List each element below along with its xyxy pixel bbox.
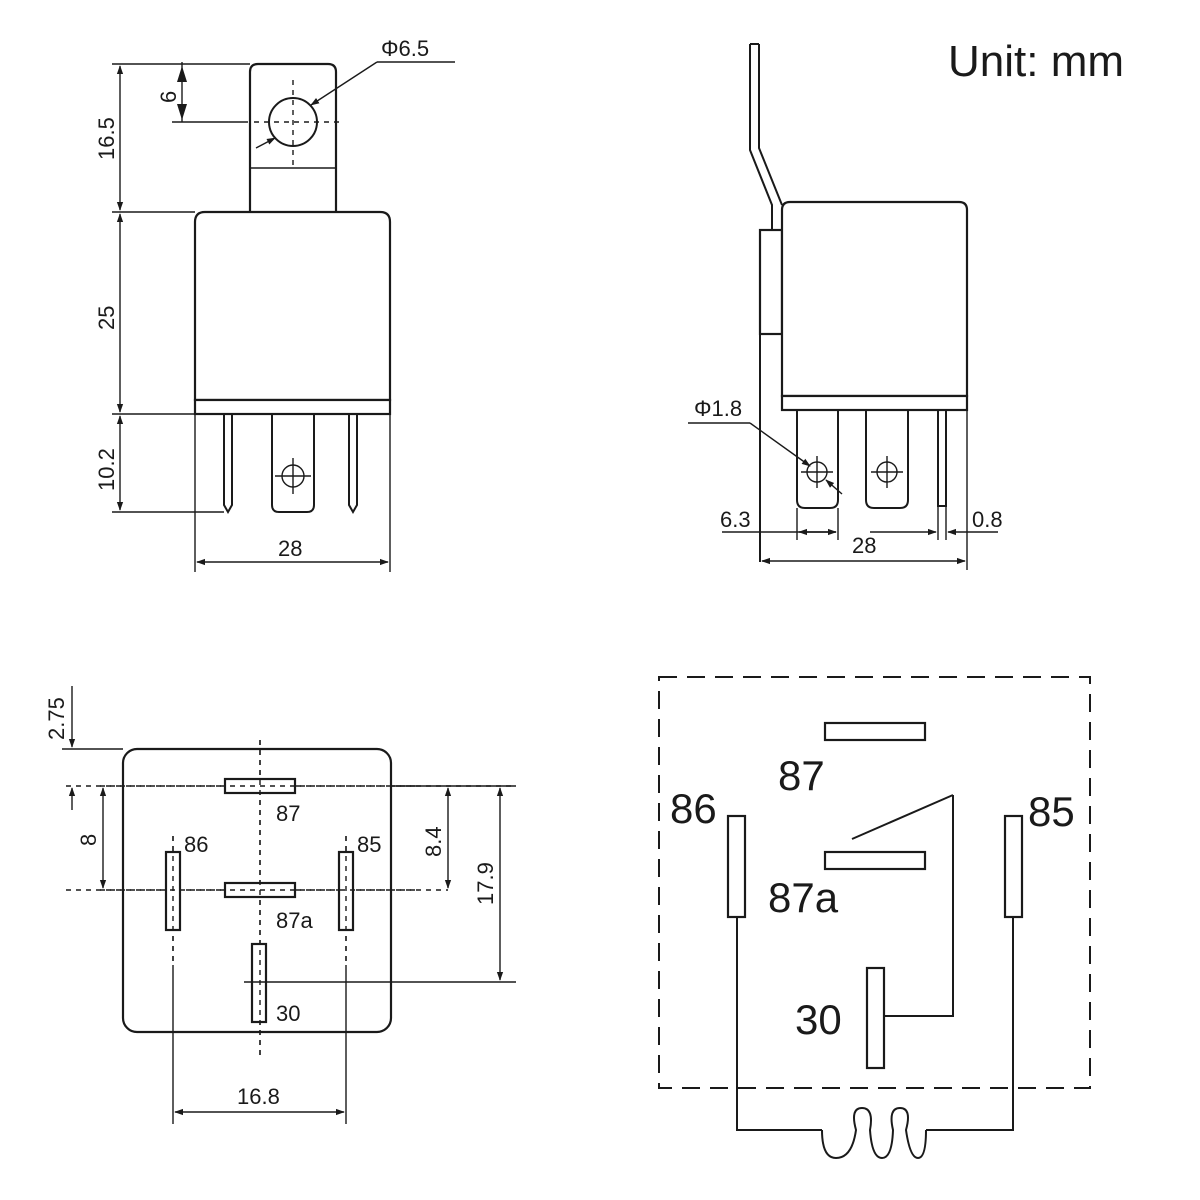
front-view: Φ6.5 6 16.5 25 10.2 28	[94, 36, 455, 572]
side-thin-terminal-label: 0.8	[972, 507, 1003, 532]
schematic-label-87: 87	[778, 752, 825, 799]
schematic-terminal-86	[726, 814, 747, 919]
side-hole-diameter-label: Φ1.8	[694, 396, 742, 421]
front-hole-offset-label: 6	[156, 91, 181, 103]
side-terminal-width-label: 6.3	[720, 507, 751, 532]
relay-body	[193, 210, 392, 402]
schematic-contact-87	[823, 721, 927, 742]
schematic-label-30: 30	[795, 996, 842, 1043]
schematic-coil-wire-right	[926, 917, 1014, 1131]
side-bracket-plate	[758, 228, 784, 336]
front-hole-diameter-label: Φ6.5	[381, 36, 429, 61]
unit-label: Unit: mm	[948, 37, 1124, 86]
bottom-width-label: 16.8	[237, 1084, 280, 1109]
side-bracket-outer	[749, 44, 773, 230]
side-pin-1	[796, 410, 839, 509]
side-bracket-inner	[758, 44, 783, 206]
side-relay-body	[780, 200, 969, 398]
schematic: 87 86 85 87a 30	[658, 676, 1091, 1160]
bottom-top-offset-label: 2.75	[44, 697, 69, 740]
bottom-label-87a: 87a	[276, 908, 313, 933]
schematic-contact-87a	[823, 850, 927, 871]
schematic-coil	[821, 1106, 927, 1160]
pin-center	[271, 414, 315, 513]
bottom-label-87: 87	[276, 801, 300, 826]
bottom-label-85: 85	[357, 832, 381, 857]
schematic-coil-wire-left	[736, 917, 822, 1131]
side-pin-2	[865, 410, 909, 509]
mounting-bracket	[248, 62, 338, 212]
pin-left	[223, 414, 233, 515]
bottom-label-30: 30	[276, 1001, 300, 1026]
schematic-label-86: 86	[670, 785, 717, 832]
bottom-right-outer-label: 17.9	[473, 862, 498, 905]
schematic-switch-wire	[884, 795, 954, 1017]
bottom-label-86: 86	[184, 832, 208, 857]
bottom-pin-30	[250, 942, 268, 1024]
front-body-height-label: 25	[94, 306, 119, 330]
schematic-label-87a: 87a	[768, 874, 839, 921]
side-width-label: 28	[852, 533, 876, 558]
bottom-right-inner-label: 8.4	[421, 826, 446, 857]
side-relay-base	[780, 394, 969, 412]
schematic-terminal-85	[1003, 814, 1024, 919]
pin-right	[348, 414, 358, 515]
schematic-label-85: 85	[1028, 788, 1075, 835]
side-view: Φ1.8 6.3 28 0.8	[688, 43, 1003, 570]
front-bracket-height-label: 16.5	[94, 117, 119, 160]
relay-base	[193, 398, 392, 416]
front-pin-length-label: 10.2	[94, 448, 119, 491]
bottom-view: 2.75 8 8.4 17.9 16.8 87 86 85 87a 30	[44, 686, 516, 1124]
schematic-switch-arm	[851, 794, 954, 840]
front-width-label: 28	[278, 536, 302, 561]
bottom-left-vertical-label: 8	[76, 834, 101, 846]
schematic-terminal-30	[865, 966, 886, 1070]
side-pin-3	[937, 410, 947, 507]
